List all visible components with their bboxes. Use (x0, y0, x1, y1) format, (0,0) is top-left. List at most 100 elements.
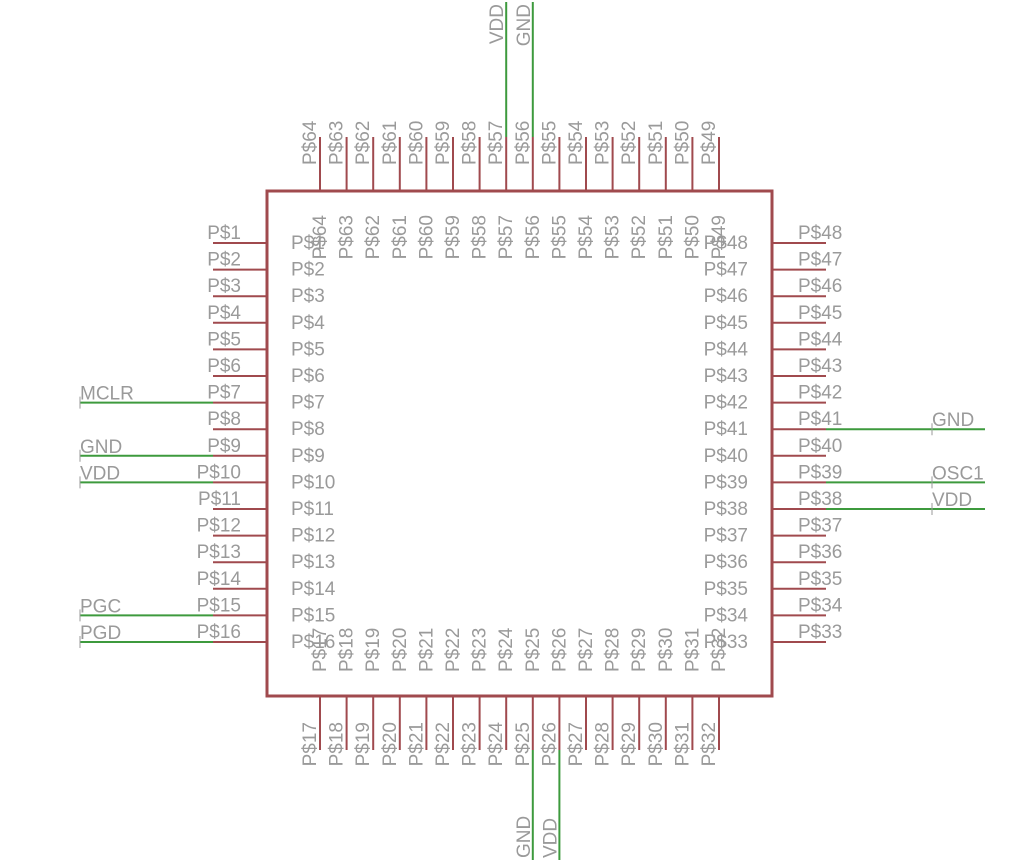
pin-label-inner-p24: P$24 (496, 627, 517, 672)
pin-label-outer-p63: P$63 (327, 121, 348, 165)
pin-label-inner-p26: P$26 (549, 628, 570, 672)
pin-label-inner-p17: P$17 (310, 628, 331, 672)
pin-label-outer-p33: P$33 (798, 622, 842, 643)
pin-label-outer-p27: P$27 (566, 722, 587, 766)
pin-label-outer-p15: P$15 (197, 595, 241, 616)
net-gnd-p41-label: GND (932, 410, 974, 431)
pin-label-outer-p18: P$18 (327, 722, 348, 766)
pin-label-inner-p62: P$62 (363, 215, 384, 259)
pin-label-outer-p41: P$41 (798, 409, 842, 430)
pin-label-outer-p1: P$1 (207, 223, 241, 244)
pin-label-inner-p57: P$57 (496, 215, 517, 259)
pin-label-inner-p47: P$47 (704, 260, 748, 281)
pin-label-outer-p2: P$2 (207, 250, 241, 271)
pin-label-outer-p44: P$44 (798, 329, 843, 350)
pin-label-outer-p45: P$45 (798, 303, 842, 324)
pin-label-outer-p37: P$37 (798, 516, 842, 537)
pin-label-inner-p41: P$41 (704, 419, 748, 440)
pin-label-inner-p37: P$37 (704, 526, 748, 547)
pin-label-outer-p58: P$58 (460, 121, 481, 165)
pin-label-outer-p29: P$29 (619, 722, 640, 766)
pin-label-outer-p59: P$59 (433, 121, 454, 165)
pin-label-inner-p51: P$51 (656, 215, 677, 259)
pin-label-outer-p6: P$6 (207, 356, 241, 377)
pin-label-outer-p28: P$28 (593, 722, 614, 766)
pin-label-outer-p13: P$13 (197, 542, 241, 563)
pin-label-inner-p23: P$23 (470, 628, 491, 672)
pin-label-outer-p60: P$60 (406, 121, 427, 165)
pin-label-outer-p43: P$43 (798, 356, 842, 377)
pin-label-outer-p39: P$39 (798, 462, 842, 483)
pin-label-inner-p7: P$7 (291, 393, 325, 414)
pin-label-outer-p62: P$62 (353, 121, 374, 165)
pin-label-inner-p14: P$14 (291, 579, 336, 600)
pin-label-inner-p3: P$3 (291, 286, 325, 307)
pin-label-inner-p16: P$16 (291, 632, 335, 653)
pin-label-outer-p23: P$23 (460, 722, 481, 766)
pin-label-inner-p63: P$63 (337, 215, 358, 259)
pin-label-inner-p45: P$45 (704, 313, 748, 334)
pin-label-outer-p38: P$38 (798, 489, 842, 510)
pin-label-outer-p30: P$30 (646, 722, 667, 766)
net-osc1-p39-label: OSC1 (932, 463, 984, 484)
pin-label-inner-p30: P$30 (656, 628, 677, 672)
pin-label-outer-p36: P$36 (798, 542, 842, 563)
pin-label-inner-p21: P$21 (416, 628, 437, 672)
pin-label-inner-p53: P$53 (603, 215, 624, 259)
pin-label-inner-p27: P$27 (576, 628, 597, 672)
pin-label-inner-p46: P$46 (704, 286, 748, 307)
pin-label-outer-p42: P$42 (798, 383, 842, 404)
pin-label-outer-p17: P$17 (300, 722, 321, 766)
pin-label-inner-p50: P$50 (682, 215, 703, 259)
pin-label-outer-p46: P$46 (798, 276, 842, 297)
pin-label-outer-p21: P$21 (406, 722, 427, 766)
pin-label-inner-p44: P$44 (704, 339, 749, 360)
pin-label-inner-p33: P$33 (704, 632, 748, 653)
pin-label-outer-p31: P$31 (672, 722, 693, 766)
pin-label-outer-p49: P$49 (699, 121, 720, 165)
pin-label-outer-p24: P$24 (486, 722, 507, 767)
net-gnd-p56-label: GND (514, 4, 535, 46)
pin-label-inner-p22: P$22 (443, 628, 464, 672)
pin-label-outer-p35: P$35 (798, 569, 842, 590)
pin-label-inner-p61: P$61 (390, 215, 411, 259)
pin-label-inner-p48: P$48 (704, 233, 748, 254)
pin-label-inner-p6: P$6 (291, 366, 325, 387)
pin-label-inner-p54: P$54 (576, 215, 597, 260)
net-vdd-p10-label: VDD (80, 463, 120, 484)
pin-label-outer-p8: P$8 (207, 409, 241, 430)
pin-label-inner-p52: P$52 (629, 215, 650, 259)
pin-label-outer-p64: P$64 (300, 120, 321, 165)
pin-label-inner-p56: P$56 (523, 215, 544, 259)
pin-label-outer-p20: P$20 (380, 722, 401, 766)
pin-label-outer-p19: P$19 (353, 722, 374, 766)
pin-label-outer-p53: P$53 (593, 121, 614, 165)
pin-label-inner-p64: P$64 (310, 215, 331, 260)
pin-label-outer-p34: P$34 (798, 595, 843, 616)
pin-label-inner-p2: P$2 (291, 260, 325, 281)
pin-label-inner-p25: P$25 (523, 628, 544, 672)
net-mclr-p7-label: MCLR (80, 384, 134, 405)
pin-label-outer-p12: P$12 (197, 516, 241, 537)
pin-label-outer-p57: P$57 (486, 121, 507, 165)
ic-body (265, 189, 774, 698)
pin-label-inner-p60: P$60 (416, 215, 437, 259)
pin-label-inner-p15: P$15 (291, 605, 335, 626)
net-gnd-p25-label: GND (514, 816, 535, 858)
pin-label-outer-p3: P$3 (207, 276, 241, 297)
pin-label-outer-p55: P$55 (539, 121, 560, 165)
pin-label-inner-p43: P$43 (704, 366, 748, 387)
net-pgd-p16-label: PGD (80, 623, 121, 644)
pin-label-inner-p40: P$40 (704, 446, 748, 467)
pin-label-inner-p39: P$39 (704, 472, 748, 493)
pin-label-inner-p36: P$36 (704, 552, 748, 573)
pin-label-inner-p42: P$42 (704, 393, 748, 414)
net-vdd-p26-label: VDD (540, 818, 561, 858)
net-vdd-p38-label: VDD (932, 490, 972, 511)
pin-label-outer-p40: P$40 (798, 436, 842, 457)
pin-label-inner-p13: P$13 (291, 552, 335, 573)
pin-label-inner-p5: P$5 (291, 339, 325, 360)
